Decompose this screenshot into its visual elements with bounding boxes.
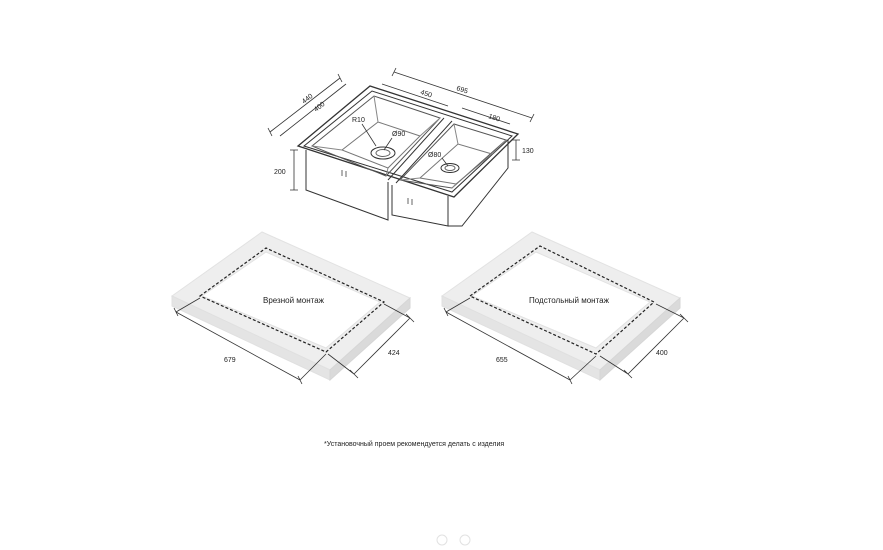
dim-height-right-bowl: 130 — [522, 148, 534, 155]
mount-cut-depth: 424 — [388, 350, 400, 357]
drain-large — [370, 146, 396, 160]
mount-under-depth: 400 — [656, 350, 668, 357]
sink-drawing — [296, 85, 520, 227]
pager-dot-1[interactable] — [436, 534, 448, 546]
bowl-divider — [387, 117, 453, 184]
mount-under-outline — [468, 245, 656, 355]
left-bowl-body — [305, 150, 389, 221]
drain-small — [440, 163, 460, 173]
dim-width-right-bowl: 180 — [487, 113, 500, 123]
dim-radius: R10 — [352, 117, 365, 124]
sink-dimension-lines — [267, 67, 535, 191]
sink-rim-inner — [302, 90, 513, 193]
dim-drain-small: Ø80 — [428, 152, 441, 159]
dim-depth-total: 440 — [301, 93, 315, 106]
pager-dot-2[interactable] — [459, 534, 471, 546]
dim-width-left-bowl: 450 — [419, 89, 432, 99]
dim-width-total: 695 — [455, 85, 468, 95]
mount-cut-outline — [198, 247, 386, 353]
mount-under-label: Подстольный монтаж — [529, 296, 610, 305]
mount-cut-label: Врезной монтаж — [263, 296, 325, 305]
mount-cut-diagram: Врезной монтаж 679 424 — [171, 231, 415, 385]
right-bowl-body — [448, 140, 509, 227]
right-bowl-floor — [418, 143, 494, 185]
dim-height-left-bowl: 200 — [274, 169, 286, 176]
mount-under-diagram: Подстольный монтаж 655 400 — [441, 231, 689, 385]
mount-under-width: 655 — [496, 357, 508, 364]
sink-dimension-labels: 440 400 695 450 180 130 200 R10 Ø90 Ø80 — [274, 85, 534, 176]
mount-cut-width: 679 — [224, 357, 236, 364]
pager — [436, 534, 471, 546]
dim-depth-bowl: 400 — [313, 101, 327, 114]
dim-drain-large: Ø90 — [392, 131, 405, 138]
footnote: *Установочный проем рекомендуется делать… — [324, 440, 504, 448]
